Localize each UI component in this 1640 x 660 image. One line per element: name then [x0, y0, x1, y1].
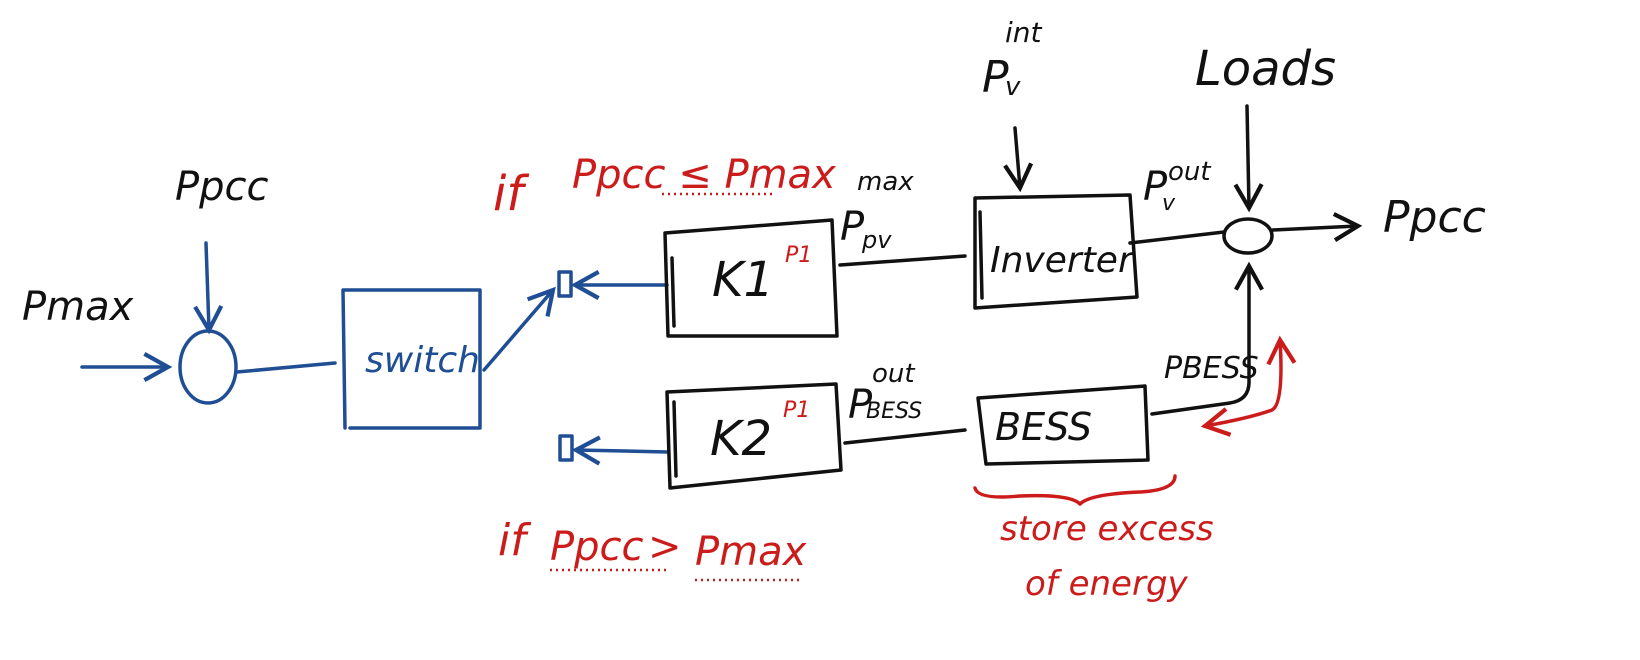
k2-tag: P1 [783, 398, 810, 423]
pbess-label: PBESS [1164, 351, 1259, 386]
inverter-block [973, 193, 1139, 310]
output-summing-junction [1222, 217, 1274, 255]
bess-to-sum-line [1150, 261, 1264, 416]
lower-contact [558, 434, 574, 462]
k2-label: K2 [710, 411, 772, 467]
upper-contact [557, 270, 573, 298]
switch-label: switch [365, 340, 480, 381]
k1-label: K1 [712, 252, 774, 308]
pmax-input-label: Pmax [22, 284, 134, 330]
pbess-out-sup: out [872, 359, 915, 389]
loads-arrow [1233, 104, 1264, 213]
inverter-label: Inverter [990, 240, 1135, 281]
pbess-out-sub: BESS [866, 399, 922, 424]
loads-label: Loads [1195, 41, 1336, 97]
ppv-max-sup: max [857, 167, 914, 197]
lower-condition-operator: > [648, 524, 682, 570]
ppv-int-arrow [1003, 126, 1034, 193]
ppv-int-sub: v [1005, 72, 1021, 102]
lower-condition-if: if [498, 515, 532, 566]
ppcc-output-label: Ppcc [1383, 192, 1486, 243]
k1-block [663, 218, 839, 338]
ppv-out-base: P [1143, 164, 1168, 210]
ppv-int-base: P [982, 52, 1009, 103]
ppv-max-base: P [840, 204, 865, 250]
ppcc-output-arrow [1271, 212, 1363, 243]
ppcc-input-label: Ppcc [175, 164, 269, 210]
pbess-out-base: P [848, 382, 873, 428]
switch-block [341, 288, 482, 430]
bess-label: BESS [995, 405, 1092, 449]
k2-to-bess-line [843, 428, 967, 445]
k2-block [665, 382, 843, 490]
upper-condition-if: if [493, 166, 529, 222]
bess-brace [973, 474, 1177, 506]
k1-to-inverter-line [838, 254, 967, 267]
ppv-int-sup: int [1005, 16, 1043, 49]
ppv-out-sup: out [1168, 157, 1211, 187]
lower-condition-right: Pmax [695, 529, 807, 575]
ppcc-input-arrow [193, 241, 224, 335]
switch-pole [482, 286, 556, 372]
k1-tag: P1 [785, 243, 812, 268]
lower-condition-left: Ppcc [550, 524, 644, 570]
annotation-line-2: of energy [1025, 564, 1189, 604]
summing-junction [178, 329, 238, 405]
ppv-max-sub: pv [861, 226, 892, 254]
bess-bidirectional-arrow [1200, 335, 1297, 437]
k2-to-lower-contact-line [571, 435, 670, 466]
junction-to-switch-line [235, 361, 337, 374]
inverter-to-sum-line [1128, 230, 1226, 245]
annotation-line-1: store excess [1000, 509, 1214, 549]
bess-block [976, 384, 1150, 466]
upper-condition-expression: Ppcc ≤ Pmax [572, 152, 836, 198]
ppv-out-sub: v [1162, 191, 1176, 216]
